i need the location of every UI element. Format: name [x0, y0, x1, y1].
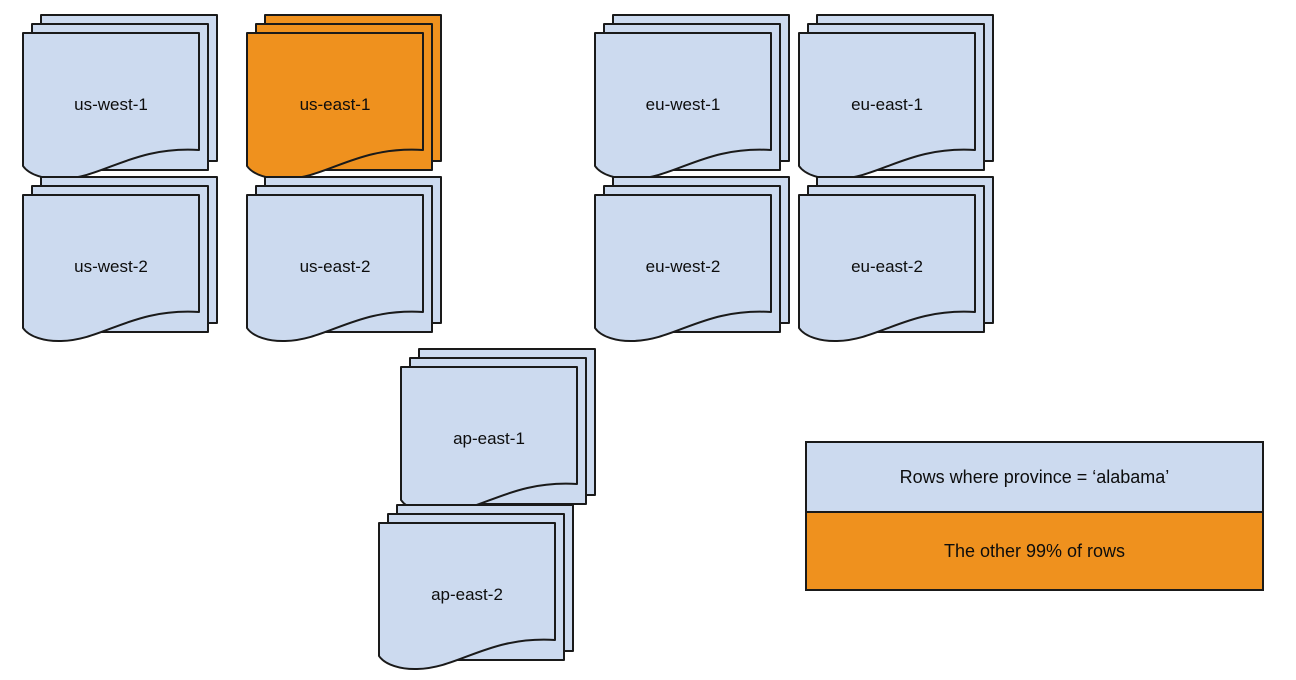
datastore-stack-us-east-1[interactable]: us-east-1: [245, 13, 445, 183]
stack-layer-3: [22, 194, 200, 343]
stack-layer-3: [246, 194, 424, 343]
datastore-stack-us-west-2[interactable]: us-west-2: [21, 175, 221, 345]
datastore-shape-eu-west-2: [594, 176, 790, 343]
datastore-shape-eu-west-1: [594, 14, 790, 181]
stack-layer-3: [798, 194, 976, 343]
legend-label-highlight: The other 99% of rows: [943, 540, 1126, 561]
datastore-shape-ap-east-2: [378, 504, 574, 671]
datastore-shape-eu-east-2: [798, 176, 994, 343]
stack-layer-3: [594, 194, 772, 343]
legend-label-primary: Rows where province = ‘alabama’: [899, 466, 1170, 487]
datastore-stack-eu-west-2[interactable]: eu-west-2: [593, 175, 793, 345]
datastore-shape-us-east-2: [246, 176, 442, 343]
stack-layer-3: [378, 522, 556, 671]
legend: Rows where province = ‘alabama’ The other…: [805, 441, 1264, 591]
datastore-stack-eu-east-2[interactable]: eu-east-2: [797, 175, 997, 345]
datastore-stack-ap-east-2[interactable]: ap-east-2: [377, 503, 577, 673]
datastore-shape-us-west-1: [22, 14, 218, 181]
datastore-stack-us-west-1[interactable]: us-west-1: [21, 13, 221, 183]
datastore-shape-eu-east-1: [798, 14, 994, 181]
datastore-stack-eu-east-1[interactable]: eu-east-1: [797, 13, 997, 183]
datastore-stack-eu-west-1[interactable]: eu-west-1: [593, 13, 793, 183]
legend-row-highlight: The other 99% of rows: [807, 513, 1262, 589]
datastore-stack-ap-east-1[interactable]: ap-east-1: [399, 347, 599, 517]
legend-row-primary: Rows where province = ‘alabama’: [807, 443, 1262, 513]
datastore-shape-us-east-1: [246, 14, 442, 181]
datastore-shape-us-west-2: [22, 176, 218, 343]
datastore-shape-ap-east-1: [400, 348, 596, 515]
datastore-stack-us-east-2[interactable]: us-east-2: [245, 175, 445, 345]
